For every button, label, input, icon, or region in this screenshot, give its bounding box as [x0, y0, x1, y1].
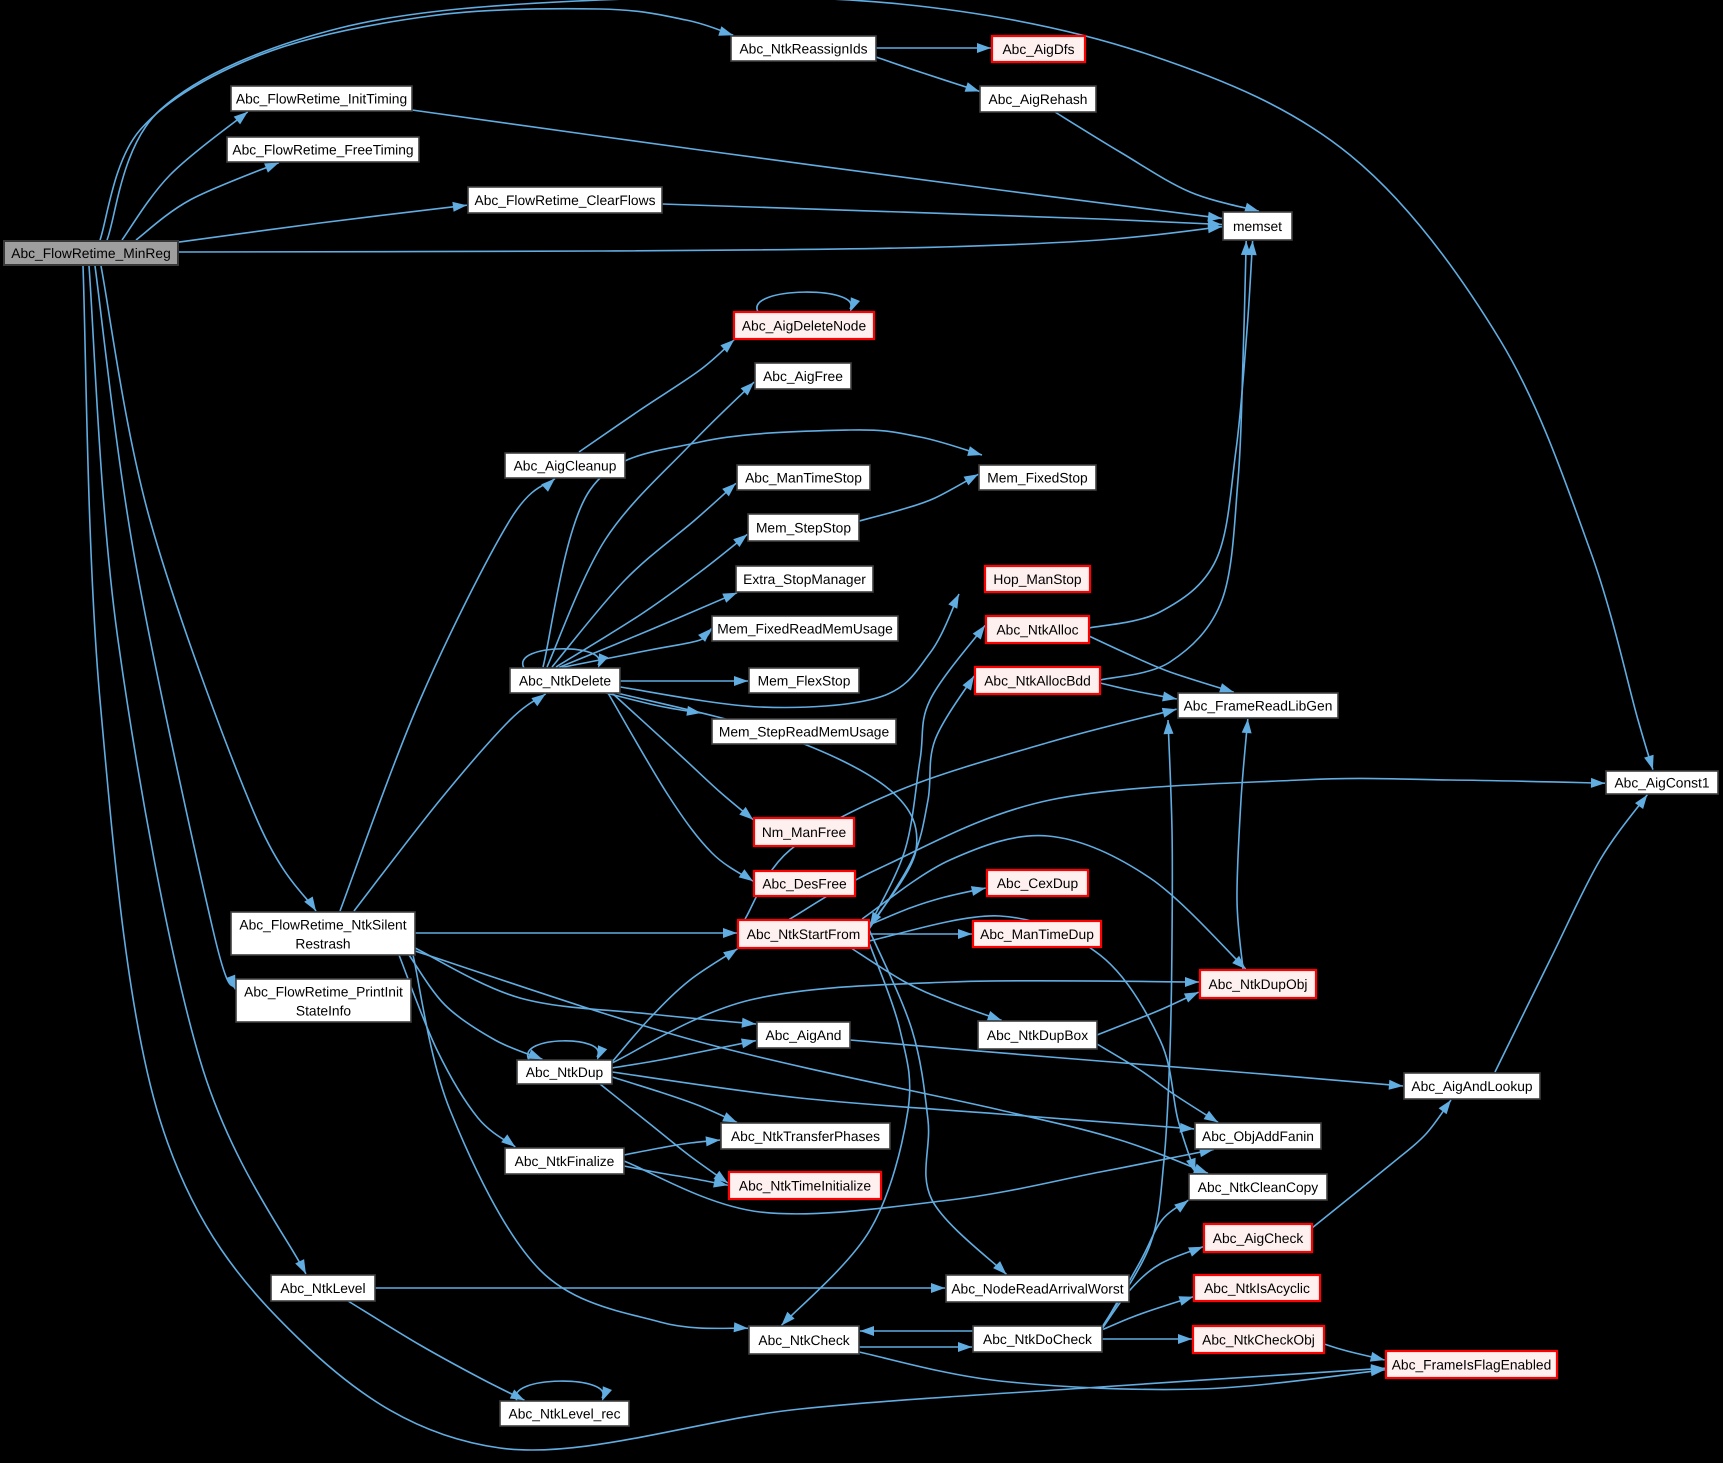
svg-text:Abc_NtkReassignIds: Abc_NtkReassignIds [739, 41, 867, 56]
svg-text:Abc_NtkIsAcyclic: Abc_NtkIsAcyclic [1204, 1281, 1310, 1296]
svg-text:Abc_AigDfs: Abc_AigDfs [1002, 42, 1074, 57]
svg-text:Abc_NtkDelete: Abc_NtkDelete [519, 673, 611, 688]
svg-text:memset: memset [1233, 219, 1282, 234]
svg-text:Nm_ManFree: Nm_ManFree [762, 825, 847, 840]
svg-text:Abc_AigDeleteNode: Abc_AigDeleteNode [742, 318, 867, 333]
svg-text:Abc_CexDup: Abc_CexDup [997, 876, 1079, 891]
svg-text:Mem_StepStop: Mem_StepStop [756, 520, 851, 535]
svg-text:Abc_NtkDupBox: Abc_NtkDupBox [987, 1028, 1088, 1043]
svg-text:Restrash: Restrash [295, 937, 350, 952]
svg-text:Abc_FlowRetime_FreeTiming: Abc_FlowRetime_FreeTiming [232, 142, 413, 157]
svg-text:Abc_NtkLevel: Abc_NtkLevel [280, 1281, 365, 1296]
svg-text:Mem_FlexStop: Mem_FlexStop [758, 673, 851, 688]
svg-text:Abc_FlowRetime_NtkSilent: Abc_FlowRetime_NtkSilent [239, 918, 406, 933]
svg-text:Abc_FlowRetime_ClearFlows: Abc_FlowRetime_ClearFlows [475, 193, 656, 208]
svg-text:Abc_AigAndLookup: Abc_AigAndLookup [1411, 1079, 1533, 1094]
svg-text:Mem_FixedReadMemUsage: Mem_FixedReadMemUsage [717, 621, 893, 636]
svg-text:Abc_NtkFinalize: Abc_NtkFinalize [515, 1154, 615, 1169]
svg-text:Abc_AigRehash: Abc_AigRehash [989, 92, 1088, 107]
svg-text:Abc_DesFree: Abc_DesFree [762, 876, 847, 891]
svg-text:Abc_NtkCheck: Abc_NtkCheck [758, 1333, 849, 1348]
svg-text:Abc_NtkDup: Abc_NtkDup [526, 1065, 604, 1080]
svg-text:Abc_NtkLevel_rec: Abc_NtkLevel_rec [509, 1406, 621, 1421]
svg-text:Abc_FlowRetime_PrintInit: Abc_FlowRetime_PrintInit [244, 985, 403, 1000]
svg-text:Abc_NtkTransferPhases: Abc_NtkTransferPhases [731, 1129, 880, 1144]
svg-text:Abc_NtkAlloc: Abc_NtkAlloc [996, 622, 1078, 637]
svg-text:Abc_NtkStartFrom: Abc_NtkStartFrom [747, 927, 860, 942]
svg-text:Hop_ManStop: Hop_ManStop [993, 572, 1082, 587]
svg-text:Abc_NtkCheckObj: Abc_NtkCheckObj [1202, 1332, 1315, 1347]
svg-text:Abc_ManTimeDup: Abc_ManTimeDup [980, 927, 1094, 942]
svg-text:Abc_ObjAddFanin: Abc_ObjAddFanin [1202, 1129, 1314, 1144]
svg-text:Abc_NtkDupObj: Abc_NtkDupObj [1209, 977, 1308, 992]
svg-text:Abc_NtkDoCheck: Abc_NtkDoCheck [983, 1332, 1092, 1347]
svg-text:Mem_StepReadMemUsage: Mem_StepReadMemUsage [719, 724, 890, 739]
svg-text:Abc_FrameReadLibGen: Abc_FrameReadLibGen [1184, 698, 1333, 713]
svg-text:Abc_AigFree: Abc_AigFree [763, 369, 843, 384]
svg-text:Abc_NtkTimeInitialize: Abc_NtkTimeInitialize [739, 1178, 871, 1193]
svg-text:Abc_FlowRetime_InitTiming: Abc_FlowRetime_InitTiming [236, 91, 407, 106]
svg-text:StateInfo: StateInfo [296, 1004, 352, 1019]
svg-text:Abc_AigCleanup: Abc_AigCleanup [514, 458, 617, 473]
svg-text:Extra_StopManager: Extra_StopManager [743, 572, 866, 587]
svg-text:Abc_AigAnd: Abc_AigAnd [766, 1028, 842, 1043]
svg-text:Abc_NtkCleanCopy: Abc_NtkCleanCopy [1198, 1180, 1319, 1195]
svg-text:Abc_FrameIsFlagEnabled: Abc_FrameIsFlagEnabled [1392, 1357, 1552, 1372]
svg-text:Abc_ManTimeStop: Abc_ManTimeStop [745, 470, 862, 485]
svg-text:Abc_AigConst1: Abc_AigConst1 [1614, 775, 1709, 790]
svg-text:Abc_NtkAllocBdd: Abc_NtkAllocBdd [984, 673, 1091, 688]
svg-text:Mem_FixedStop: Mem_FixedStop [987, 470, 1088, 485]
svg-text:Abc_FlowRetime_MinReg: Abc_FlowRetime_MinReg [11, 246, 171, 261]
svg-text:Abc_NodeReadArrivalWorst: Abc_NodeReadArrivalWorst [951, 1281, 1123, 1296]
svg-text:Abc_AigCheck: Abc_AigCheck [1213, 1231, 1304, 1246]
